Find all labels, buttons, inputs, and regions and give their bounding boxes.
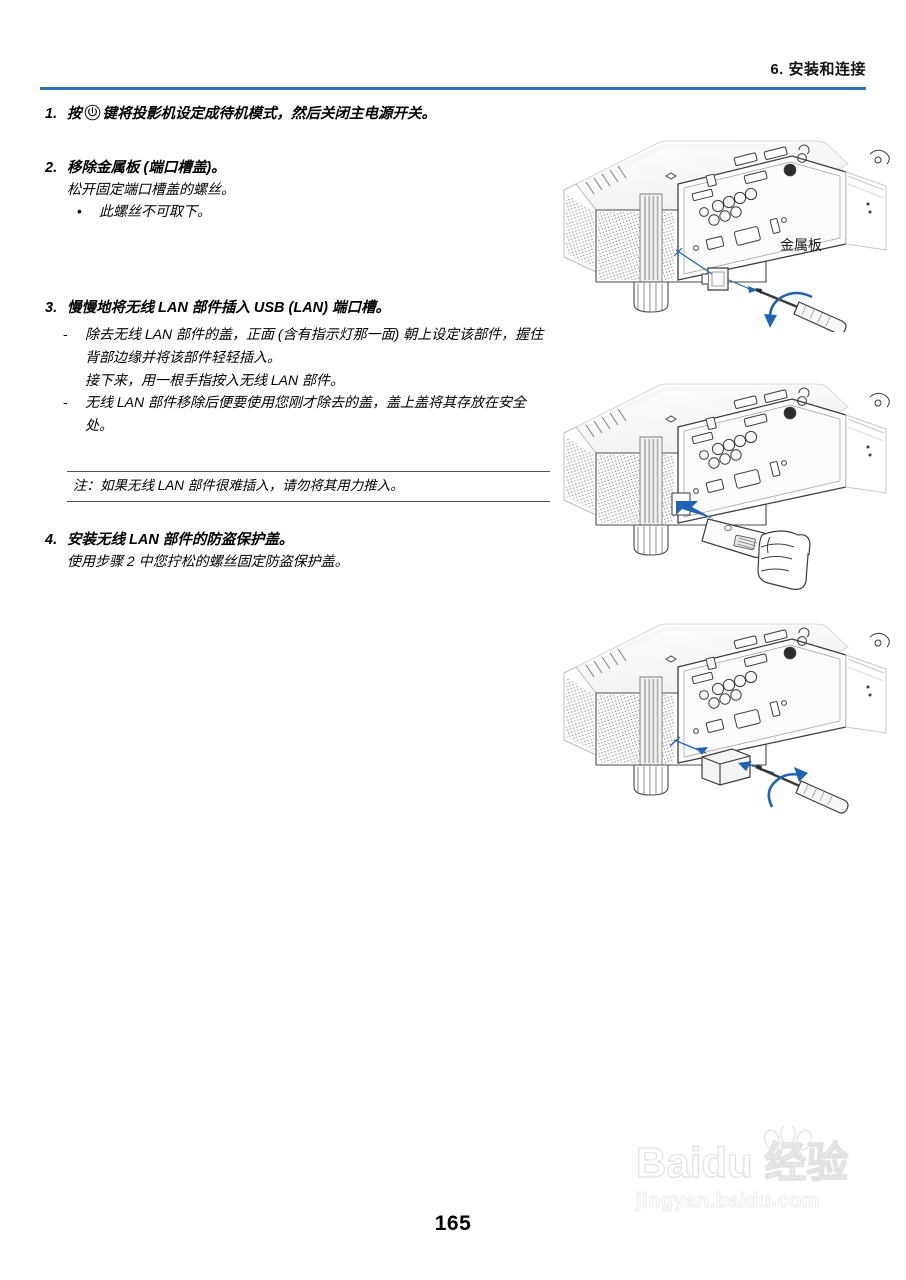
step-2-heading-text: 移除金属板 (端口槽盖)。 [67, 160, 226, 177]
step-3-middle-paragraph: 接下来，用一根手指按入无线 LAN 部件。 [85, 371, 345, 388]
metal-plate-label: 金属板 [780, 237, 822, 253]
step-4-heading: 4. 安装无线 LAN 部件的防盗保护盖。 [45, 530, 550, 551]
power-button-icon [84, 104, 101, 128]
step-2-body: 松开固定端口槽盖的螺丝。 • 此螺丝不可取下。 [45, 179, 550, 222]
step-4-number: 4. [45, 532, 58, 549]
dash-mark-icon: - [63, 326, 68, 343]
step-3-number: 3. [45, 300, 58, 317]
page-header: 6. 安装和连接 [40, 58, 866, 92]
watermark-sub-text: jingyan.baidu.com [635, 1189, 821, 1212]
instruction-column: 1. 按 键将投影机设定成待机模式，然后关闭主电源开关。 2. 移除金属板 (端口槽盖… [45, 104, 550, 573]
step-4-line-1: 使用步骤 2 中您拧松的螺丝固定防盗保护盖。 [67, 553, 349, 570]
step-1: 1. 按 键将投影机设定成待机模式，然后关闭主电源开关。 [45, 104, 550, 128]
note-text: 注：如果无线 LAN 部件很难插入，请勿将其用力推入。 [73, 477, 404, 493]
step-1-text-after-icon: 键将投影机设定成待机模式，然后关闭主电源开关。 [102, 106, 437, 122]
page-number: 165 [434, 1212, 472, 1235]
chapter-title: 6. 安装和连接 [770, 61, 866, 78]
step-3: 3. 慢慢地将无线 LAN 部件插入 USB (LAN) 端口槽。 - 除去无线 … [45, 298, 550, 436]
step-2-bullet-1: • 此螺丝不可取下。 [67, 201, 550, 223]
illustration-attach-theft-cover [556, 615, 906, 830]
step-3-dash-1-text: 除去无线 LAN 部件的盖，正面 (含有指示灯那一面) 朝上设定该部件，握住背部… [85, 326, 544, 366]
step-2-heading: 2. 移除金属板 (端口槽盖)。 [45, 158, 550, 179]
step-4: 4. 安装无线 LAN 部件的防盗保护盖。 使用步骤 2 中您拧松的螺丝固定防盗保… [45, 530, 550, 573]
step-4-body: 使用步骤 2 中您拧松的螺丝固定防盗保护盖。 [45, 551, 550, 573]
step-3-dash-2-text: 无线 LAN 部件移除后便要使用您刚才除去的盖，盖上盖将其存放在安全处。 [85, 394, 527, 434]
illustration-remove-metal-plate: 金属板 [556, 132, 906, 332]
step-3-dash-2: - 无线 LAN 部件移除后便要使用您刚才除去的盖，盖上盖将其存放在安全处。 [63, 391, 550, 436]
step-3-dash-1: - 除去无线 LAN 部件的盖，正面 (含有指示灯那一面) 朝上设定该部件，握住… [63, 323, 550, 368]
header-divider [40, 87, 866, 90]
step-3-body: - 除去无线 LAN 部件的盖，正面 (含有指示灯那一面) 朝上设定该部件，握住… [45, 323, 550, 436]
step-2-line-1: 松开固定端口槽盖的螺丝。 [67, 181, 235, 198]
watermark-main-text: Baidu 经验 [635, 1139, 849, 1186]
step-2-number: 2. [45, 160, 58, 177]
step-2: 2. 移除金属板 (端口槽盖)。 松开固定端口槽盖的螺丝。 • 此螺丝不可取下。 [45, 158, 550, 222]
step-3-heading-text: 慢慢地将无线 LAN 部件插入 USB (LAN) 端口槽。 [67, 300, 391, 317]
step-2-bullet-1-text: 此螺丝不可取下。 [99, 202, 211, 219]
step-1-number: 1. [45, 106, 58, 122]
dash-mark-icon: - [63, 394, 68, 411]
bullet-dot-icon: • [77, 202, 82, 219]
step-4-heading-text: 安装无线 LAN 部件的防盗保护盖。 [67, 532, 294, 549]
step-1-text-before-icon: 按 [67, 106, 82, 122]
note-box: 注：如果无线 LAN 部件很难插入，请勿将其用力推入。 [67, 470, 550, 503]
step-1-heading: 1. 按 键将投影机设定成待机模式，然后关闭主电源开关。 [45, 104, 550, 128]
illustration-insert-wireless-lan-unit [556, 375, 906, 590]
step-3-heading: 3. 慢慢地将无线 LAN 部件插入 USB (LAN) 端口槽。 [45, 298, 550, 319]
paw-print-icon [758, 1123, 818, 1173]
